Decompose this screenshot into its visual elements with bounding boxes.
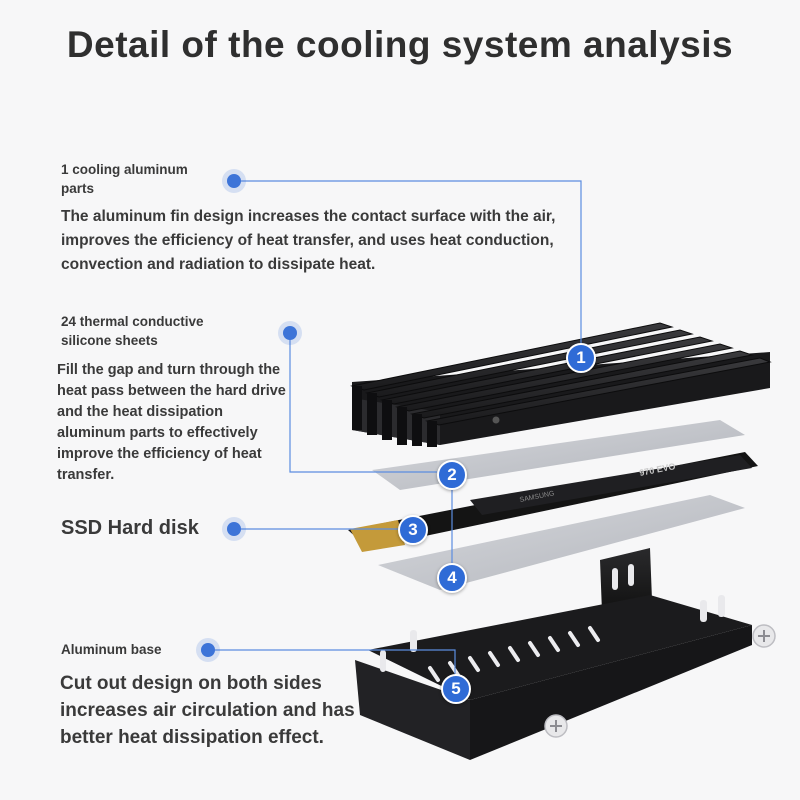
leader-line-5 bbox=[208, 649, 456, 674]
base-cutout bbox=[628, 564, 634, 586]
heatsink-fin-end bbox=[382, 400, 392, 440]
marker-2-badge: 2 bbox=[437, 460, 467, 490]
marker-1-badge: 1 bbox=[566, 343, 596, 373]
base-vent-slot bbox=[588, 626, 600, 642]
ssd-label-area bbox=[470, 455, 752, 515]
ssd-module: SAMSUNG 970 EVO bbox=[348, 452, 758, 552]
callout-5-description: Cut out design on both sides increases a… bbox=[60, 673, 355, 748]
leader-line-1 bbox=[234, 180, 582, 343]
callout-2-label: 24 thermal conductive silicone sheets bbox=[61, 314, 204, 348]
callout-2-anchor-dot bbox=[283, 326, 297, 340]
heatsink bbox=[350, 322, 772, 447]
base-vent-slot bbox=[488, 651, 500, 667]
heatsink-fin-end bbox=[427, 421, 437, 447]
heatsink-fins bbox=[350, 322, 772, 426]
base-right-wall bbox=[470, 625, 752, 760]
heatsink-screw-hole bbox=[492, 416, 500, 424]
base-cutout bbox=[612, 568, 618, 590]
mounting-screw bbox=[752, 624, 776, 648]
base-vent-slot bbox=[568, 631, 580, 647]
page-title: Detail of the cooling system analysis bbox=[0, 22, 800, 68]
callout-1-label: 1 cooling aluminum parts bbox=[61, 162, 188, 196]
base-cutout bbox=[410, 630, 417, 652]
heatsink-fin-end bbox=[397, 407, 407, 445]
callout-5-label: Aluminum base bbox=[61, 642, 162, 657]
page-title-text: Detail of the cooling system analysis bbox=[66, 24, 734, 65]
base-vent-slot bbox=[428, 666, 440, 682]
leader-line-2 bbox=[289, 333, 437, 473]
heatsink-fin-end bbox=[367, 393, 377, 435]
heatsink-fin-end bbox=[412, 414, 422, 446]
leader-lines bbox=[208, 180, 582, 674]
callout-3-anchor-dot bbox=[227, 522, 241, 536]
callout-3-label: SSD Hard disk bbox=[61, 517, 199, 539]
mounting-screw bbox=[544, 714, 568, 738]
marker-5-badge: 5 bbox=[441, 674, 471, 704]
base-floor bbox=[368, 595, 752, 700]
base-cutout bbox=[380, 650, 386, 672]
base-back-wall bbox=[600, 548, 652, 612]
base-vent-slot bbox=[528, 641, 540, 657]
base-side-cutouts bbox=[380, 564, 725, 672]
marker-4-badge: 4 bbox=[437, 563, 467, 593]
base-cutout bbox=[718, 595, 725, 617]
base-vent-slots bbox=[428, 626, 600, 682]
callout-1-anchor-dot bbox=[227, 174, 241, 188]
heatsink-fin-end bbox=[352, 386, 362, 430]
heatsink-fin-ends bbox=[352, 386, 437, 447]
base-front-wall bbox=[355, 660, 470, 760]
callout-1-description: The aluminum fin design increases the co… bbox=[61, 208, 556, 273]
callout-5-anchor-dot bbox=[201, 643, 215, 657]
base-vent-slot bbox=[448, 661, 460, 677]
base-vent-slot bbox=[468, 656, 480, 672]
base-vent-slot bbox=[508, 646, 520, 662]
base-vent-slot bbox=[548, 636, 560, 652]
marker-3-badge: 3 bbox=[398, 515, 428, 545]
callout-2-description: Fill the gap and turn through the heat p… bbox=[57, 362, 286, 483]
ssd-gold-contacts bbox=[350, 520, 405, 552]
base-cutout bbox=[700, 600, 707, 622]
aluminum-base bbox=[355, 548, 752, 760]
thermal-pad-lower bbox=[378, 495, 745, 590]
